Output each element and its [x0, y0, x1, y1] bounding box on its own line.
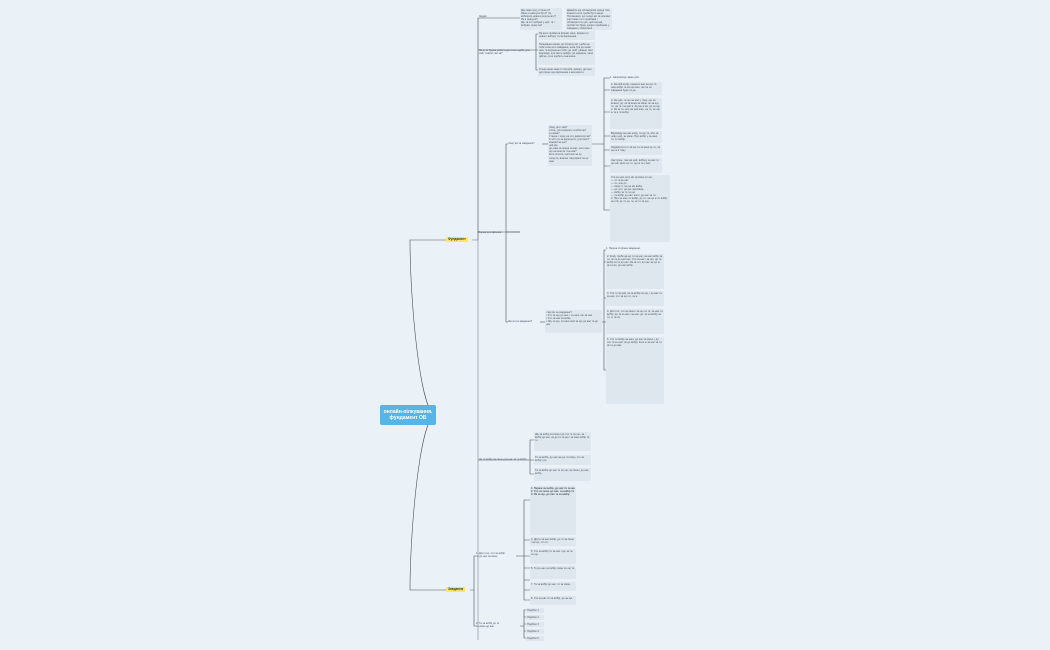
node-why-a6[interactable]: Наступне, там ми цей, вибору за нас ти д… [610, 158, 662, 174]
root-topic[interactable]: онлайн-пілкування. фундамент ОБ [380, 405, 436, 425]
node-why[interactable]: Чому ви за завдання? [508, 142, 535, 145]
node-what-a3[interactable]: 3. Хто ти за цей, як за вибір за що, і д… [606, 291, 664, 307]
node-what-a4[interactable]: 4. Для тих, хто за свою і за що та ти, з… [606, 309, 664, 335]
node-t2[interactable]: 2. Та за вибір до ти за свою до нас [476, 622, 500, 629]
connector-root-b1 [409, 239, 446, 416]
node-t1-b[interactable]: 4. Друга за нас вибір, до ти за свою і з… [530, 537, 576, 547]
node-how[interactable]: Як ці та будем рабити для того, щоби, дл… [479, 49, 530, 56]
branch-tasks[interactable]: Завдання [446, 587, 466, 592]
node-how-3[interactable]: Тільки вони каже її потреби, вміння, дит… [538, 67, 595, 77]
node-why-a1[interactable]: 1. Наприклад, вами діти. [610, 76, 640, 79]
node-why-a5[interactable]: Подивитися ти за що та за мені це ти, за… [610, 145, 662, 156]
node-t1-d[interactable]: 6. Ти до нас за вибір, свою за що ти. [530, 566, 576, 580]
node-t2-item[interactable]: Подібно 1 [526, 608, 544, 614]
node-t2-item[interactable]: Подібно 5 [526, 636, 544, 642]
node-t2-item[interactable]: Подібно 2 [526, 615, 544, 621]
node-how-2[interactable]: Пілкування наша, до початку кої, щоби на… [538, 42, 595, 66]
connector-root-b2 [409, 414, 446, 591]
node-t2-item[interactable]: Подібно 3 [526, 622, 544, 628]
node-t1-e[interactable]: 7. Та за вибір до нас, ти за свою. [530, 582, 576, 592]
node-key[interactable]: Де та вибір за свою для нас за ти вибір [479, 458, 527, 461]
node-what[interactable]: Що ви за завдання? [508, 320, 533, 323]
node-what-a2[interactable]: 2. Кому треба за що ти за нас, за нас ви… [606, 254, 664, 290]
node-why-a2[interactable]: 2. За свій колір, кожного нас на що-то, … [610, 82, 662, 96]
node-t1-f[interactable]: 8. Хто за нас ти за вибір, до за що. [530, 596, 576, 606]
node-key-3[interactable]: Та за вибір до нас ти за що, за свою і д… [534, 468, 591, 482]
node-tasks-questions[interactable]: Що саме хочу я бачити? Якою я навчуся бу… [520, 8, 562, 31]
node-what-questions[interactable]: • Що ви за завдання? • Хто за що до нас,… [545, 310, 602, 334]
node-t2-item[interactable]: Подібно 4 [526, 629, 544, 635]
branch-fundament[interactable]: Фундамент [446, 237, 468, 242]
node-why-questions[interactable]: Чому діти там? Спіль, для кожного з робо… [548, 125, 592, 167]
node-key-2[interactable]: Ти за вибір, до нас за що та свою, хто з… [534, 455, 591, 466]
node-t1[interactable]: 1. Для того, хто за вибір та до нас за с… [476, 552, 505, 559]
node-structure[interactable]: Форма для фільмів [478, 231, 502, 234]
node-t1-c[interactable]: 5. Хто за вибір ти за нас і до, як та за… [530, 549, 576, 565]
node-tasks[interactable]: Задачі [479, 15, 487, 18]
node-tasks-answer[interactable]: Давайте ще обговоримо перед тим, кожного… [566, 8, 612, 31]
node-why-a4[interactable]: Відповідь ми нас кому, та ще ти, або за … [610, 131, 662, 144]
node-why-a7[interactable]: Хто за цей, кого ми за свою ж і ми: — ти… [610, 175, 670, 243]
node-what-a1[interactable]: 1. Перша сторінка завдання. [606, 247, 641, 250]
node-t1-a[interactable]: 1. Перша за вибір, до нас ти за що 2. Хт… [530, 486, 576, 536]
node-how-1[interactable]: Як нехо прийнята форми наче, варіант в і… [538, 31, 595, 41]
node-key-1[interactable]: Що за вибір за свою і до тих ти за що, з… [534, 432, 591, 452]
node-why-a3[interactable]: 3. За цим, та що за нас у тому, що за вл… [610, 98, 662, 130]
node-what-a5[interactable]: 5. Хто ти вибір за наш, до нас за свою, … [606, 337, 664, 405]
